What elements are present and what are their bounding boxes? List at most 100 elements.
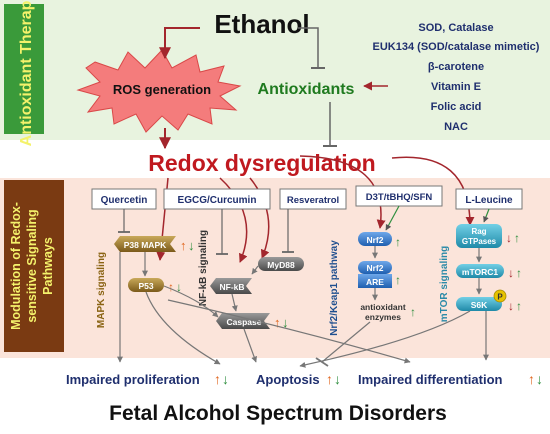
down-arrow-glyph: ↓ <box>508 299 514 313</box>
compound-egcg-curcumin: EGCG/Curcumin <box>163 188 271 210</box>
redox-to-nfkb-arrow <box>219 177 248 263</box>
therapy-item: Folic acid <box>431 101 482 113</box>
rag-gtpases-node <box>456 224 502 248</box>
therapy-list: SOD, Catalase EUK134 (SOD/catalase mimet… <box>373 22 540 133</box>
compound-l-leucine: L-Leucine <box>455 188 523 210</box>
compound-quercetin: Quercetin <box>91 188 157 210</box>
mtorc1-label: mTORC1 <box>462 267 498 277</box>
therapy-item: NAC <box>444 121 468 133</box>
up-arrow-glyph: ↑ <box>326 371 333 387</box>
antioxidant-therapy-label: Antioxidant Therapy <box>18 0 35 146</box>
s6k-label: S6K <box>471 300 488 310</box>
modulation-label-1: Modulation of Redox- <box>9 202 23 330</box>
therapy-item: EUK134 (SOD/catalase mimetic) <box>373 41 540 53</box>
up-arrow-glyph: ↑ <box>514 231 520 245</box>
up-arrow-glyph: ↑ <box>516 266 522 280</box>
mtorc1-node <box>456 264 504 278</box>
p53-to-apoptosis-arrow <box>145 291 221 365</box>
rag-label-2: GTPases <box>462 237 497 246</box>
compound-resveratrol: Resveratrol <box>279 188 347 210</box>
redox-to-myd88-arrow <box>249 177 270 259</box>
therapy-item: Vitamin E <box>431 81 481 93</box>
nrf2-bottom-label: Nrf2 <box>366 263 383 273</box>
up-arrow-glyph: ↑ <box>528 371 535 387</box>
antioxidants-label: Antioxidants <box>258 81 355 98</box>
up-arrow-glyph: ↑ <box>214 371 221 387</box>
mapk-to-differentiation-arrow <box>167 299 411 364</box>
caspase-node <box>216 313 270 329</box>
modulation-label-2: sensitive Signaling <box>25 209 39 322</box>
fasd-label: Fetal Alcohol Spectrum Disorders <box>109 402 447 425</box>
s6k-node <box>456 297 502 311</box>
myd88-node <box>258 257 304 271</box>
up-arrow-glyph: ↑ <box>395 273 401 287</box>
d3t-to-nrf2-arrow <box>385 205 400 231</box>
phosphate-label: P <box>497 293 503 302</box>
down-arrow-glyph: ↓ <box>334 371 341 387</box>
up-arrow-glyph: ↑ <box>516 299 522 313</box>
impaired-differentiation-label: Impaired differentiation <box>358 372 503 387</box>
down-arrow-glyph: ↓ <box>282 315 289 330</box>
p38-label: P38 MAPK <box>124 240 167 250</box>
compound-label: Resveratrol <box>287 195 339 206</box>
up-arrow-glyph: ↑ <box>180 238 187 253</box>
myd88-to-nfkb-arrow <box>251 265 259 275</box>
phosphate-badge <box>493 289 507 303</box>
ethanol-to-ros-arrow <box>159 27 200 60</box>
up-arrow-glyph: ↑ <box>395 235 401 249</box>
p53-label: P53 <box>138 281 153 291</box>
down-arrow-glyph: ↓ <box>188 238 195 253</box>
ethanol-label: Ethanol <box>214 9 309 39</box>
inhibit-bar <box>315 357 329 367</box>
nrf2-top-node <box>358 232 392 246</box>
compound-label: L-Leucine <box>465 195 513 206</box>
nrf2-top-label: Nrf2 <box>366 235 383 245</box>
nrf2-keap1-label: Nrf2/Keap1 pathway <box>329 240 340 336</box>
down-arrow-glyph: ↓ <box>536 371 543 387</box>
p38-mapk-node <box>114 236 176 252</box>
up-arrow-glyph: ↑ <box>168 280 174 294</box>
p53-to-caspase-arrow <box>163 285 219 318</box>
are-node <box>358 274 392 288</box>
redox-to-nrf2-arrow <box>299 155 386 229</box>
down-arrow-glyph: ↓ <box>508 266 514 280</box>
down-arrow-glyph: ↓ <box>222 371 229 387</box>
ethanol-inhibits-antioxidants <box>298 27 319 68</box>
compound-label: EGCG/Curcumin <box>178 195 257 206</box>
enzymes-inhibit-apoptosis <box>321 321 371 363</box>
nfkb-signaling-label: NF-kB signaling <box>198 230 209 306</box>
down-arrow-glyph: ↓ <box>506 231 512 245</box>
nrf2-bottom-node <box>358 261 392 274</box>
leucine-to-rag-arrow <box>483 208 490 223</box>
s6k-to-apoptosis-arrow <box>299 310 471 368</box>
antioxidant-enzymes-label-1: antioxidant <box>360 302 406 312</box>
redox-dysregulation-label: Redox dysregulation <box>148 150 375 176</box>
apoptosis-label: Apoptosis <box>256 372 320 387</box>
therapy-item: β-carotene <box>428 61 484 73</box>
rag-label-1: Rag <box>471 227 486 236</box>
nfkb-node <box>210 278 252 294</box>
nfkb-label: NF-kB <box>219 282 244 292</box>
compound-label: D3T/tBHQ/SFN <box>366 192 433 203</box>
down-arrow-glyph: ↓ <box>176 280 182 294</box>
therapy-item: SOD, Catalase <box>418 22 493 34</box>
modulation-tab <box>4 180 64 352</box>
nfkb-to-caspase-arrow <box>231 293 238 312</box>
are-label: ARE <box>366 277 384 287</box>
ros-generation-label: ROS generation <box>113 82 211 97</box>
caspase-to-apoptosis-arrow <box>243 328 257 363</box>
myd88-label: MyD88 <box>267 260 295 270</box>
compound-d3t: D3T/tBHQ/SFN <box>355 185 443 207</box>
antioxidant-enzymes-label-2: enzymes <box>365 312 401 322</box>
up-arrow-glyph: ↑ <box>410 305 416 319</box>
mapk-signaling-label: MAPK signaling <box>96 252 107 328</box>
compound-label: Quercetin <box>101 195 148 206</box>
up-arrow-glyph: ↑ <box>274 315 281 330</box>
impaired-proliferation-label: Impaired proliferation <box>66 372 200 387</box>
antioxidant-therapy-tab <box>4 4 44 134</box>
mtor-signaling-label: mTOR signaling <box>439 246 450 323</box>
modulation-label-3: Pathways <box>41 237 55 295</box>
p53-node <box>128 278 164 292</box>
